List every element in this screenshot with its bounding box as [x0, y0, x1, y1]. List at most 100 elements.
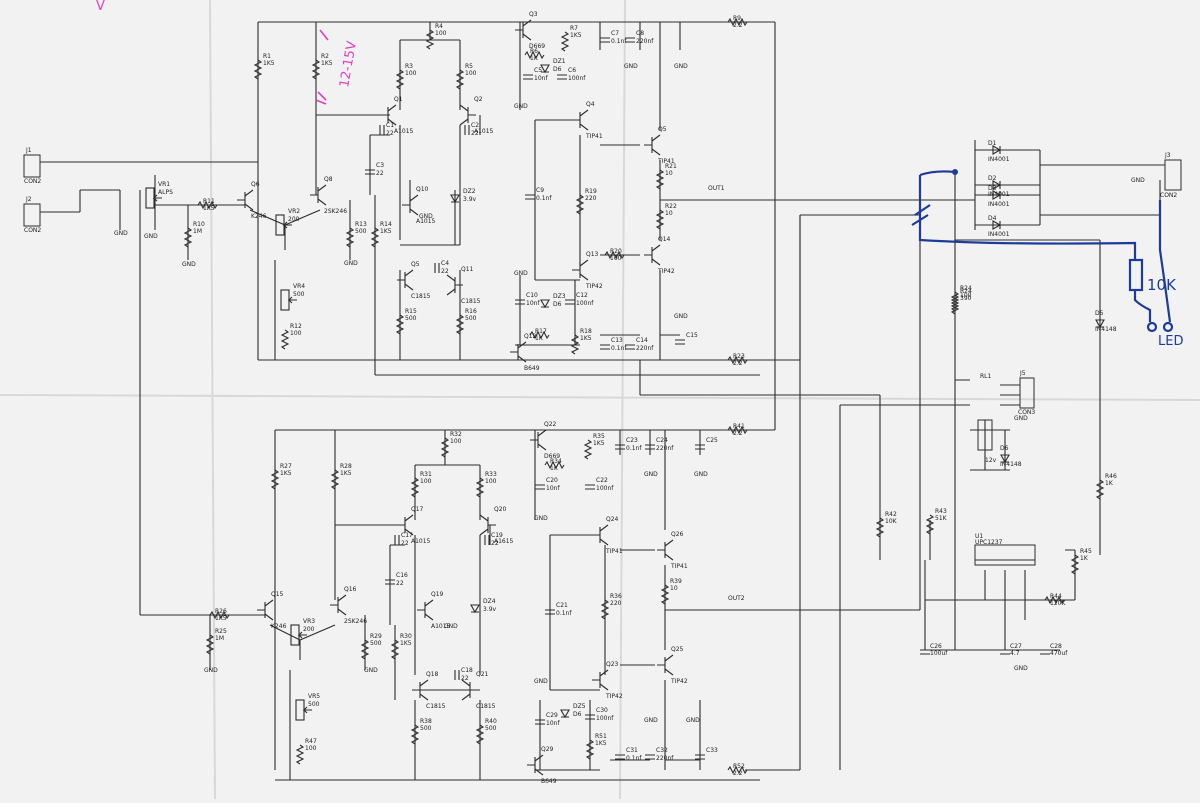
transistor-ref: Q5	[658, 126, 667, 133]
potentiometer-vr1	[145, 187, 162, 209]
connector-j5: J5 CON3	[1018, 370, 1035, 416]
gnd-label: GND	[444, 623, 458, 630]
capacitor-value: 220nf	[656, 755, 674, 762]
resistor-ref: R14	[380, 221, 392, 228]
diode-part: IN4148	[1095, 326, 1117, 333]
resistor-ref: R36	[610, 593, 622, 600]
diode-ref: D5	[1095, 310, 1104, 317]
resistor-value: 1K5	[400, 640, 412, 647]
resistor-ref: R9	[733, 15, 741, 22]
resistor-value: 1K5	[595, 740, 607, 747]
resistor-r13	[345, 227, 355, 248]
capacitor-value: 100nf	[596, 715, 614, 722]
transistor-q6	[237, 189, 254, 211]
diode-part: IN4001	[988, 156, 1010, 163]
resistor-r24	[950, 294, 960, 315]
transistor-q2	[459, 104, 476, 126]
resistor-value: 2.2	[733, 22, 743, 29]
top-channel-wiring	[40, 21, 975, 520]
capacitor-c6	[557, 74, 567, 80]
capacitor-value: 22	[401, 540, 409, 547]
capacitor-ref: C15	[686, 332, 698, 339]
transistor-part: TIP41	[657, 158, 675, 165]
capacitor-ref: C1	[386, 122, 394, 129]
transistor-ref: Q6	[251, 181, 260, 188]
resistor-ref: R31	[420, 471, 432, 478]
resistor-r12	[280, 329, 290, 350]
transistor-part: TIP42	[605, 693, 623, 700]
capacitor-c7	[600, 37, 610, 43]
resistor-ref: R17	[535, 328, 547, 335]
diode-ref: D6	[1000, 445, 1009, 452]
transistor-ref: Q5	[411, 261, 420, 268]
transistor-ref: Q25	[671, 646, 684, 653]
misc-value: D6	[573, 711, 582, 718]
resistor-ref: R28	[340, 463, 352, 470]
transistor-part: K246	[271, 623, 287, 630]
transistor-ref: Q14	[658, 236, 671, 243]
diode-ref: D3	[988, 185, 997, 192]
part-ref: R46	[1105, 473, 1117, 480]
resistor-value: 2.2	[733, 430, 743, 437]
transistor-ref: Q11	[461, 266, 474, 273]
part-value: 120K	[1050, 600, 1066, 607]
capacitor-c5	[523, 74, 533, 80]
component-labels: Q3D669Q1A1015Q2A1015Q4TIP41Q5TIP41Q6K246…	[114, 11, 1145, 785]
transistor-q24	[592, 524, 609, 546]
blue-pen-annotation: 10K LED	[911, 169, 1183, 349]
resistor-ref: R2	[321, 53, 329, 60]
misc-value: 200	[288, 216, 300, 223]
resistor-value: 500	[405, 315, 417, 322]
resistor-r30	[390, 639, 400, 660]
transistor-q4	[572, 109, 589, 131]
capacitor-ref: C21	[556, 602, 568, 609]
capacitor-value: 100nf	[576, 300, 594, 307]
capacitor-ref: C8	[636, 30, 644, 37]
resistor-r10	[183, 227, 193, 248]
capacitor-c16	[385, 579, 395, 585]
diode-d1	[992, 145, 1002, 155]
part-value: 1K	[1080, 555, 1089, 562]
capacitor-value: 0.1nf	[626, 755, 642, 762]
transistor-ref: Q20	[494, 506, 507, 513]
transistor-ref: Q15	[271, 591, 284, 598]
blue-resistor-value: 10K	[1147, 276, 1177, 294]
zener-dz3	[540, 299, 550, 309]
capacitor-ref: C6	[568, 67, 576, 74]
resistor-r25	[205, 634, 215, 655]
capacitor-value: 22	[461, 675, 469, 682]
transistor-q25	[657, 654, 674, 676]
gnd-label: GND	[694, 471, 708, 478]
part-ref: C28	[1050, 643, 1062, 650]
transistor-part: TIP42	[657, 268, 675, 275]
resistor-ref: R24	[960, 285, 972, 292]
bottom-channel-wiring	[139, 190, 921, 781]
transistor-part: 2SK246	[344, 618, 367, 625]
part-ref: R44	[1050, 593, 1062, 600]
gnd-label: GND	[364, 667, 378, 674]
diode-d6	[1000, 454, 1010, 464]
resistor-r11	[197, 200, 218, 210]
capacitor-c22	[585, 484, 595, 490]
misc-ref: DZ2	[463, 188, 476, 195]
ic-part: UPC1237	[975, 539, 1003, 546]
transistor-part: D669	[544, 453, 560, 460]
resistor-ref: R29	[370, 633, 382, 640]
resistor-ref: R3	[405, 63, 413, 70]
resistor-value: 1K5	[321, 60, 333, 67]
svg-text:CON2: CON2	[24, 178, 41, 185]
resistor-r33	[475, 477, 485, 498]
resistor-r14	[370, 227, 380, 248]
capacitor-ref: C17	[401, 532, 413, 539]
resistor-ref: R20	[610, 248, 622, 255]
transistor-ref: Q23	[606, 661, 619, 668]
gnd-label: GND	[514, 270, 528, 277]
resistor-ref: R12	[290, 323, 302, 330]
zener-dz4	[470, 604, 480, 614]
capacitor-c9	[525, 194, 535, 200]
connector-j3: J3 CON2	[1160, 152, 1182, 199]
resistor-r15	[395, 314, 405, 335]
capacitor-c17	[394, 535, 400, 545]
resistor-ref: R25	[215, 628, 227, 635]
capacitor-ref: C25	[706, 437, 718, 444]
